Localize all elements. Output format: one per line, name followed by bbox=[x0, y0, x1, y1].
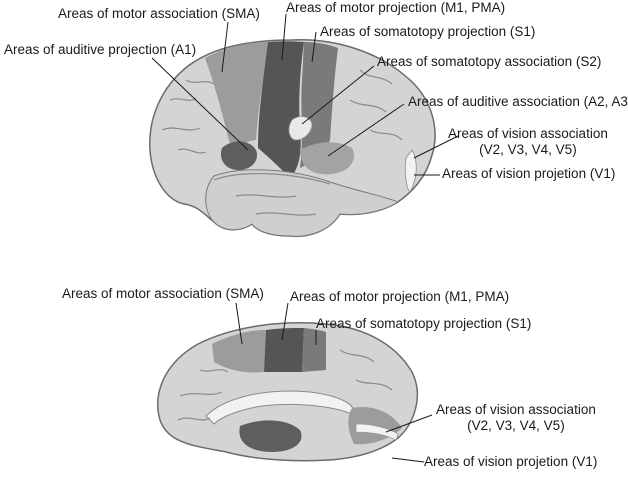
label-lateral-somatotopy-projection: Areas of somatotopy projection (S1) bbox=[320, 24, 536, 39]
label-lateral-somatotopy-association: Areas of somatotopy association (S2) bbox=[377, 54, 602, 69]
lateral-area-somatotopy-s1 bbox=[300, 42, 338, 168]
medial-area-motor bbox=[264, 328, 304, 372]
label-medial-motor-projection: Areas of motor projection (M1, PMA) bbox=[290, 289, 510, 304]
lateral-brain bbox=[149, 39, 436, 238]
lateral-area-somatotopy-s2 bbox=[288, 116, 313, 141]
lateral-area-motor bbox=[258, 41, 304, 178]
lateral-area-auditive-a1 bbox=[220, 141, 258, 170]
label-medial-somatotopy-projection: Areas of somatotopy projection (S1) bbox=[316, 316, 532, 331]
lateral-area-auditive-assoc bbox=[300, 142, 354, 175]
label-lateral-sma: Areas of motor association (SMA) bbox=[58, 6, 260, 21]
label-medial-vision-association-line2: (V2, V3, V4, V5) bbox=[467, 418, 565, 433]
label-medial-vision-association-line1: Areas of vision association bbox=[436, 402, 596, 417]
lateral-leader-lines bbox=[151, 13, 459, 176]
lateral-temporal-lobe bbox=[205, 169, 400, 237]
lateral-area-vision-v1 bbox=[404, 149, 417, 193]
lateral-sulci bbox=[161, 69, 403, 216]
lateral-area-sma bbox=[205, 42, 268, 152]
label-lateral-vision-association-line1: Areas of vision association bbox=[448, 126, 608, 141]
medial-area-sma bbox=[212, 330, 266, 373]
medial-leader-lines bbox=[235, 302, 433, 463]
medial-sulci bbox=[177, 349, 393, 421]
medial-area-somatotopy-s1 bbox=[302, 328, 326, 372]
label-lateral-vision-projection: Areas of vision projetion (V1) bbox=[442, 166, 616, 181]
label-lateral-motor-projection: Areas of motor projection (M1, PMA) bbox=[286, 0, 506, 15]
label-lateral-vision-association-line2: (V2, V3, V4, V5) bbox=[479, 142, 577, 157]
label-lateral-vision-association: Areas of vision association (V2, V3, V4,… bbox=[448, 126, 608, 158]
medial-area-vision-v1 bbox=[355, 423, 399, 441]
label-lateral-auditive-projection: Areas of auditive projection (A1) bbox=[4, 42, 197, 57]
label-medial-vision-association: Areas of vision association (V2, V3, V4,… bbox=[436, 402, 596, 434]
label-lateral-auditive-association: Areas of auditive association (A2, A3) bbox=[408, 94, 628, 109]
medial-brain bbox=[157, 322, 419, 462]
label-medial-vision-projection: Areas of vision projetion (V1) bbox=[424, 454, 598, 469]
label-medial-sma: Areas of motor association (SMA) bbox=[62, 286, 264, 301]
medial-diencephalon bbox=[239, 420, 302, 452]
